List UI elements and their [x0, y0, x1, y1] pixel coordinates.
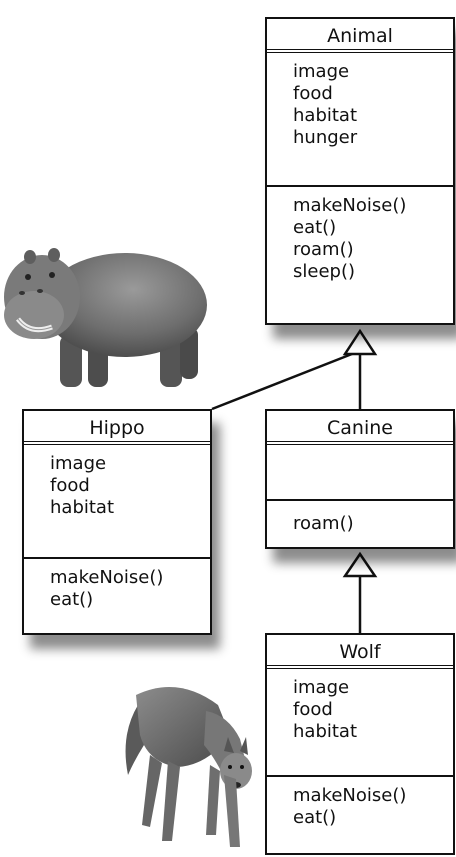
class-canine-methods: roam()	[267, 501, 453, 545]
class-wolf-methods: makeNoise() eat()	[267, 777, 453, 839]
class-wolf-attributes: image food habitat	[267, 669, 453, 777]
class-animal-methods: makeNoise() eat() roam() sleep()	[267, 187, 453, 293]
attribute: habitat	[293, 105, 358, 126]
class-canine-attributes	[267, 445, 453, 501]
attribute: food	[50, 475, 90, 496]
hippo-to-animal-line	[211, 350, 358, 411]
attribute: food	[293, 83, 333, 104]
class-wolf-name: Wolf	[267, 635, 453, 669]
animal-inheritance-arrow	[342, 328, 378, 356]
attribute: food	[293, 699, 333, 720]
class-wolf: Wolf image food habitat makeNoise() eat(…	[265, 633, 455, 855]
method: roam()	[293, 513, 354, 534]
attribute: image	[293, 61, 350, 82]
method: makeNoise()	[293, 785, 407, 806]
method: makeNoise()	[50, 567, 164, 588]
method: sleep()	[293, 261, 355, 282]
class-hippo: Hippo image food habitat makeNoise() eat…	[22, 409, 212, 635]
attribute: hunger	[293, 127, 358, 148]
class-hippo-methods: makeNoise() eat()	[24, 559, 210, 621]
class-canine: Canine roam()	[265, 409, 455, 549]
canine-inheritance-arrow	[342, 551, 378, 578]
class-canine-name: Canine	[267, 411, 453, 445]
attribute: image	[293, 677, 350, 698]
method: roam()	[293, 239, 354, 260]
attribute: habitat	[50, 497, 115, 518]
wolf-image	[125, 687, 252, 847]
method: eat()	[50, 589, 94, 610]
method: eat()	[293, 217, 337, 238]
method: makeNoise()	[293, 195, 407, 216]
class-hippo-name: Hippo	[24, 411, 210, 445]
class-animal-name: Animal	[267, 19, 453, 53]
class-animal: Animal image food habitat hunger makeNoi…	[265, 17, 455, 325]
class-hippo-attributes: image food habitat	[24, 445, 210, 559]
attribute: habitat	[293, 721, 358, 742]
method: eat()	[293, 807, 337, 828]
class-animal-attributes: image food habitat hunger	[267, 53, 453, 187]
attribute: image	[50, 453, 107, 474]
hippo-image	[4, 248, 207, 387]
